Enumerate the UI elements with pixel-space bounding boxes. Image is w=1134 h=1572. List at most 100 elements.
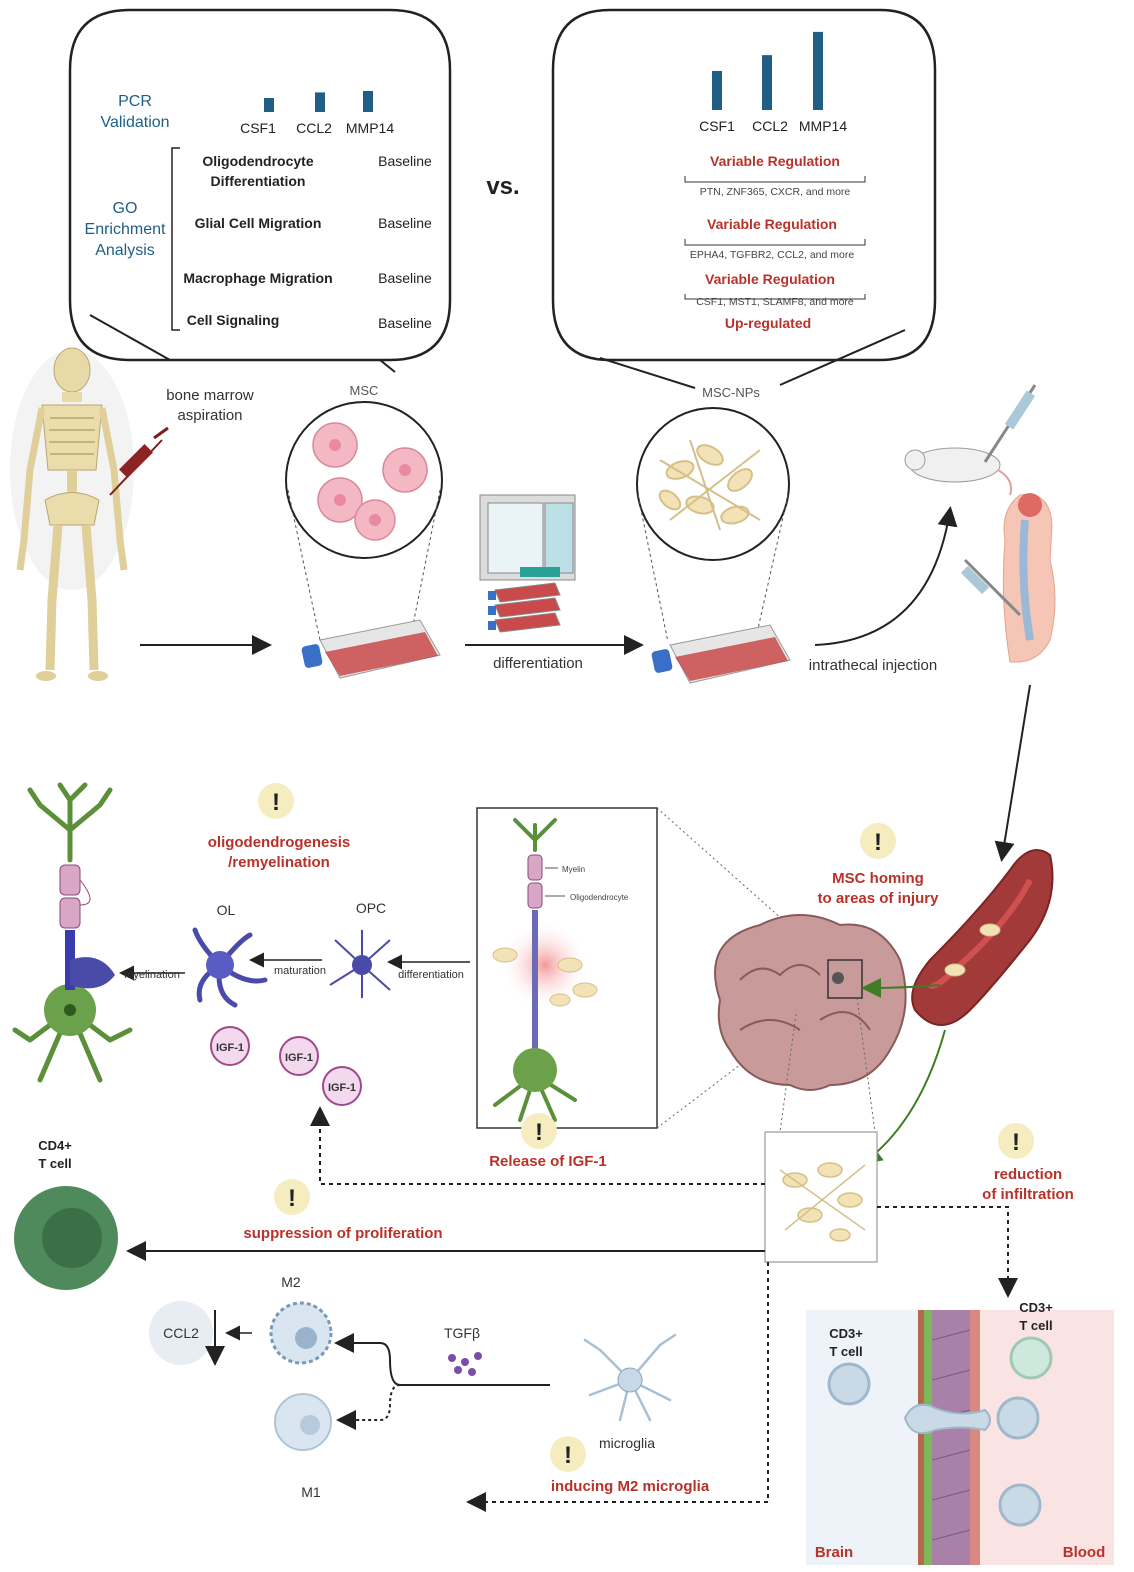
inset-neuron-box: Myelin Oligodendrocyte [476,807,658,1129]
blood-label: Blood [1063,1544,1106,1561]
regulation-2: Variable Regulation [707,216,837,232]
svg-text:CCL2: CCL2 [163,1325,199,1341]
regulation-3: Variable Regulation [705,271,835,287]
oligo-label-1: oligodendrogenesis [208,834,351,851]
go-label-3: Analysis [95,242,155,259]
left-bar-label-csf1: CSF1 [240,120,276,136]
term-oligo-1: Oligodendrocyte [202,153,313,169]
ol-label: OL [217,902,236,918]
m2-macrophage [269,1301,333,1365]
right-bar-label-ccl2: CCL2 [752,118,788,134]
alert-igf: ! [521,1113,557,1149]
cd4-t-cell [14,1186,118,1290]
maturation-label: maturation [274,965,326,977]
go-label-1: GO [113,200,138,217]
homing-label-1: MSC homing [832,870,924,887]
culture-flask-msc-np [651,624,791,684]
genes-3: CSF1, MST1, SLAMF8, and more [696,296,854,308]
igf1-label-1: IGF-1 [216,1042,244,1054]
genes-2: EPHA4, TGFBR2, CCL2, and more [690,249,855,261]
mouse-illustration [904,384,1037,496]
cd3-blood-label-1: CD3+ [1019,1300,1053,1315]
msc-np-cluster-box [764,1131,878,1263]
cd4-label-1: CD4+ [38,1138,72,1153]
status-1: Baseline [378,153,432,169]
msc-cells-circle [285,401,443,641]
term-glial: Glial Cell Migration [195,215,322,231]
regulation-1: Variable Regulation [710,153,840,169]
cd4-label-2: T cell [38,1156,71,1171]
right-pcr-bar-csf1 [712,70,722,110]
bone-marrow-label-1: bone marrow [166,387,254,404]
opc-cell [329,930,391,998]
arrow-to-m2 [334,1333,550,1386]
oligodendrocyte-cell [192,927,268,1008]
genes-1: PTN, ZNF365, CXCR, and more [700,186,851,198]
alert-oligo: ! [258,783,294,819]
right-pcr-bars [712,31,823,111]
m2-label: M2 [281,1274,301,1290]
left-pcr-bar-mmp14 [363,91,373,112]
cd3-brain-label-1: CD3+ [829,1326,863,1341]
reduction-label-1: reduction [994,1166,1062,1183]
intrathecal-label: intrathecal injection [809,657,937,674]
homing-label-2: to areas of injury [818,890,940,907]
status-4: Baseline [378,315,432,331]
m1-label: M1 [301,1484,321,1500]
suppression-label: suppression of proliferation [243,1225,442,1242]
right-bar-label-csf1: CSF1 [699,118,735,134]
svg-text:!: ! [288,1185,296,1212]
msc-np-cells-circle [636,407,790,643]
pcr-label-2: Validation [100,114,169,131]
term-macrophage: Macrophage Migration [183,270,332,286]
oligo-label-2: /remyelination [228,854,330,871]
culture-flask-msc [301,619,441,679]
arrow-to-vessel [994,684,1031,862]
cd3-brain-label-2: T cell [829,1344,862,1359]
bone-marrow-label-2: aspiration [177,407,242,424]
arrow-infiltration [877,1206,1018,1298]
blood-vessel-illustration [911,849,1054,1026]
human-spine-illustration [960,493,1056,663]
igf-release-label: Release of IGF-1 [489,1153,607,1170]
msc-np-label: MSC-NPs [702,385,760,400]
myelination-label: myelination [124,969,180,981]
status-3: Baseline [378,270,432,286]
left-pcr-bars [264,91,373,112]
alert-homing: ! [860,823,896,859]
arrow-to-m1 [336,1384,401,1430]
syringe-icon [109,426,169,496]
igf1-molecules: IGF-1 IGF-1 IGF-1 [210,1026,362,1106]
human-skeleton-illustration [10,347,134,681]
ol-soma [206,951,234,979]
msc-np-panel: CSF1 CCL2 MMP14 Variable Regulation PTN,… [551,8,937,389]
tgfb-label: TGFβ [444,1325,480,1341]
myelin-sheath-left [59,864,115,990]
brain-label: Brain [815,1544,853,1561]
left-pcr-bar-csf1 [264,98,274,112]
brain-illustration [714,914,907,1091]
vs-label: vs. [486,173,519,200]
m1-macrophage [274,1393,332,1451]
arrow-homing-green [861,977,941,998]
opc-soma [352,955,372,975]
igf1-label-2: IGF-1 [285,1052,313,1064]
incubator-illustration [479,494,576,633]
svg-text:!: ! [1012,1129,1020,1156]
msc-label: MSC [350,383,379,398]
svg-text:!: ! [564,1442,572,1469]
reduction-label-2: of infiltration [982,1186,1074,1203]
alert-reduction: ! [998,1123,1034,1159]
arrow-injection [814,506,958,646]
regulation-4: Up-regulated [725,315,811,331]
opc-label: OPC [356,900,386,916]
right-pcr-bar-mmp14 [813,31,823,111]
left-bar-label-ccl2: CCL2 [296,120,332,136]
right-bar-label-mmp14: MMP14 [799,118,847,134]
svg-text:!: ! [874,829,882,856]
pcr-label-1: PCR [118,93,152,110]
alert-suppression: ! [274,1179,310,1215]
left-pcr-bar-ccl2 [315,92,325,112]
oligodendrocyte-label: Oligodendrocyte [570,893,629,902]
